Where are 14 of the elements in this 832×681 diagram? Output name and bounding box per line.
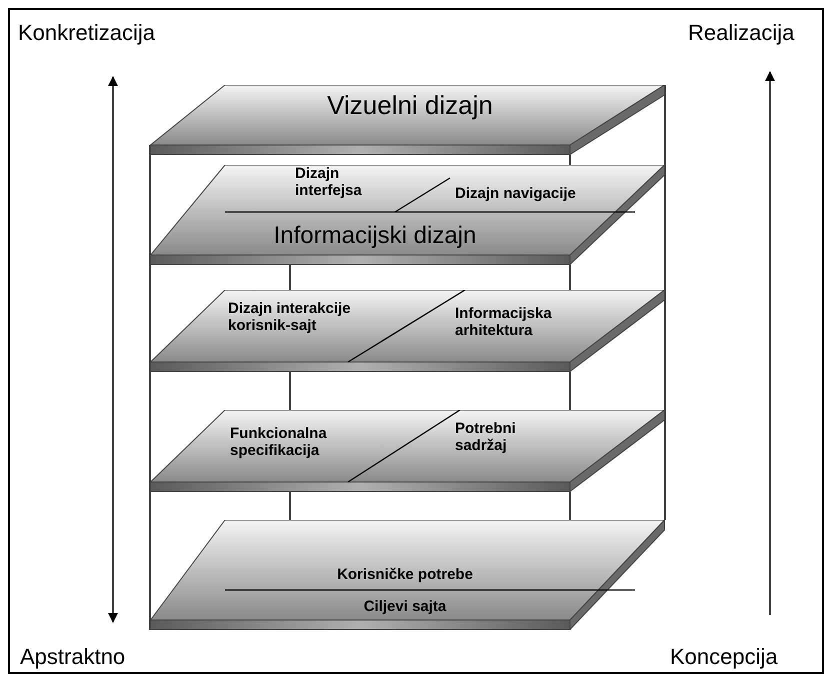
plane-label: Informacijska arhitektura	[455, 305, 553, 340]
plane-label: Dizajn interfejsa	[295, 165, 363, 200]
plane-label: Dizajn interakcije korisnik-sajt	[228, 300, 352, 334]
plane-label: Informacijski dizajn	[272, 222, 478, 250]
axis-caption: Konkretizacija	[18, 20, 155, 46]
plane-label: Korisničke potrebe	[336, 566, 474, 584]
plane-label: Dizajn navigacije	[455, 185, 577, 202]
plane-label: Funkcionalna specifikacija	[230, 425, 328, 460]
plane-label: Ciljevi sajta	[362, 598, 448, 616]
axis-caption: Realizacija	[688, 20, 794, 46]
plane-label: Potrebni sadržaj	[455, 420, 517, 454]
plane-label: Vizuelni dizajn	[326, 91, 494, 121]
axis-caption: Koncepcija	[670, 644, 778, 670]
axis-caption: Apstraktno	[20, 644, 126, 670]
